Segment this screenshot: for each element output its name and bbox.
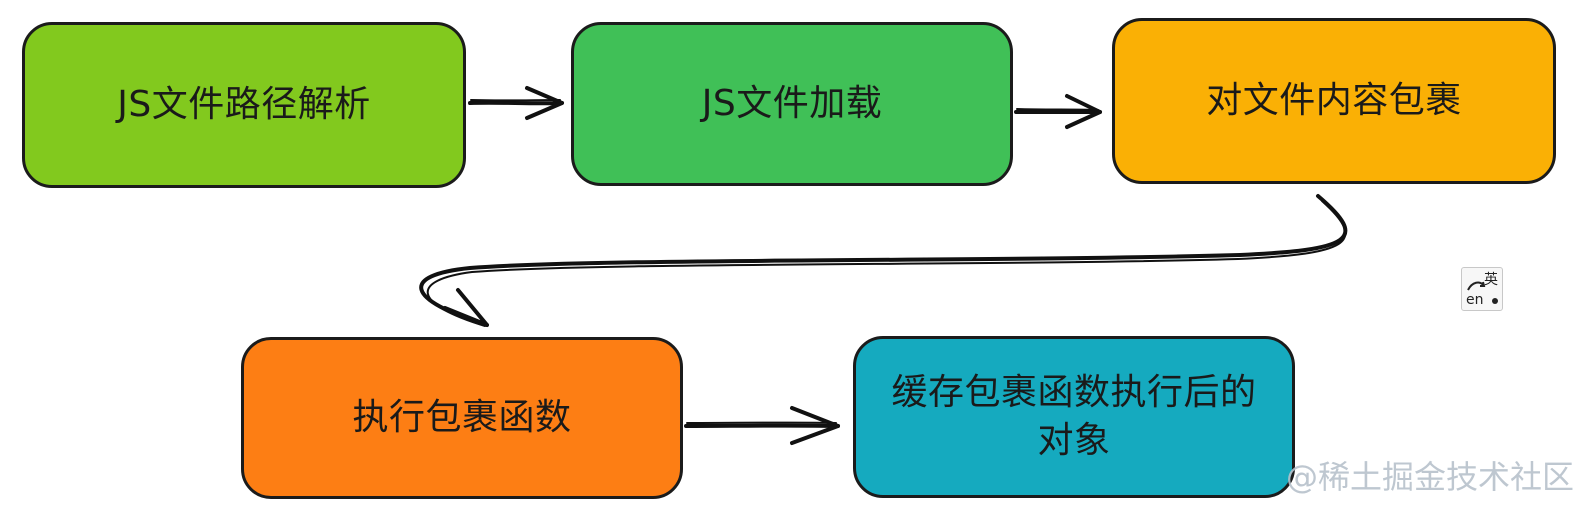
node-js-file-path-parsing: JS文件路径解析 <box>22 22 466 188</box>
node-label: JS文件加载 <box>701 83 883 124</box>
node-js-file-loading: JS文件加载 <box>571 22 1013 186</box>
watermark: @稀土掘金技术社区 <box>1285 458 1574 496</box>
node-cache-wrapper-result-object: 缓存包裹函数执行后的对象 <box>853 336 1295 498</box>
node-wrap-file-content: 对文件内容包裹 <box>1112 18 1556 184</box>
node-label: 对文件内容包裹 <box>1206 80 1462 121</box>
arrow-n1-n2 <box>468 86 564 120</box>
arrow-n4-n5 <box>684 406 840 445</box>
ime-bottom-label: en <box>1466 292 1484 308</box>
node-execute-wrapper-function: 执行包裹函数 <box>241 337 683 499</box>
arrow-n2-n3 <box>1014 94 1102 129</box>
node-label: 缓存包裹函数执行后的对象 <box>891 372 1257 461</box>
ime-toggle-icon[interactable]: 英 en <box>1461 267 1503 311</box>
ime-top-label: 英 <box>1484 271 1498 288</box>
node-label: 执行包裹函数 <box>352 397 572 438</box>
node-label: JS文件路径解析 <box>117 84 371 125</box>
arrow-n3-n4 <box>419 194 1348 327</box>
